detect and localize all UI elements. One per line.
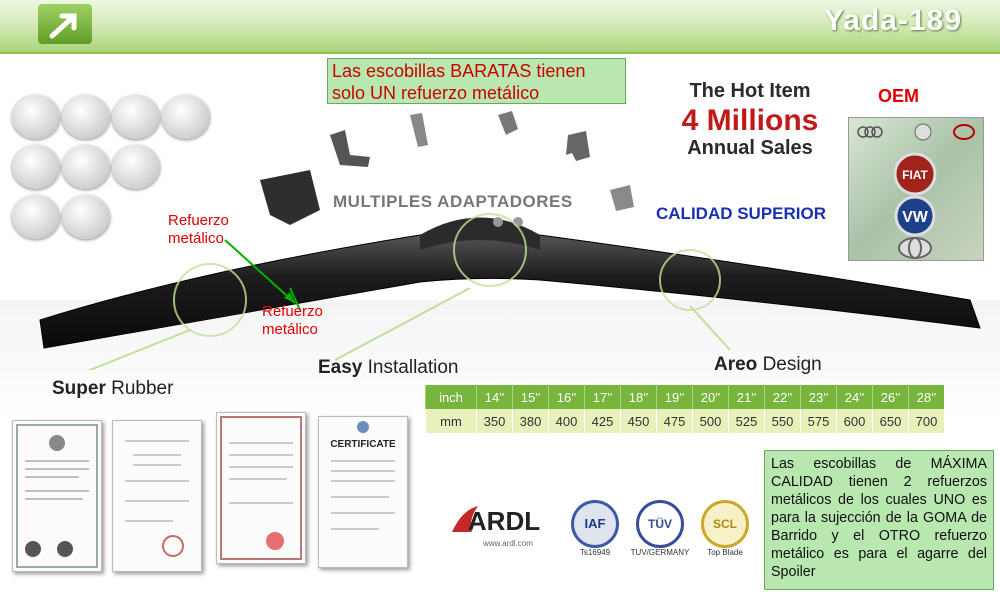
ardl-caption: www.ardl.com	[482, 539, 533, 548]
certificate-image	[112, 420, 202, 572]
header-banner	[0, 0, 1000, 54]
areo-rest: Design	[757, 354, 822, 375]
adapter-icon	[62, 95, 110, 139]
adapter-icon	[62, 145, 110, 189]
baratas-line-2: solo UN refuerzo metálico	[332, 83, 540, 103]
size-row-mm: mm 350 380 400 425 450 475 500 525 550 5…	[425, 409, 944, 433]
tuv-badge: TÜV TUV/GERMANY	[625, 500, 695, 564]
inch-cell: 16''	[548, 385, 585, 409]
scl-caption: Top Blade	[707, 548, 743, 557]
adapter-icon	[62, 195, 110, 239]
tuv-text: TÜV	[636, 500, 684, 548]
mm-cell: 400	[548, 409, 585, 433]
adapter-icon	[112, 95, 160, 139]
baratas-callout: Las escobillas BARATAS tienen solo UN re…	[327, 58, 626, 104]
inch-cell: 21''	[728, 385, 765, 409]
mm-cell: 525	[728, 409, 765, 433]
hot-item-line-3: Annual Sales	[687, 137, 813, 159]
svg-text:FIAT: FIAT	[902, 168, 928, 182]
inch-cell: 19''	[656, 385, 693, 409]
inch-cell: 15''	[512, 385, 549, 409]
mm-cell: 650	[872, 409, 909, 433]
wiper-blade-image	[39, 213, 981, 370]
hot-item-line-2: 4 Millions	[681, 104, 819, 137]
super-bold: Super	[52, 378, 106, 399]
mm-cell: 380	[512, 409, 549, 433]
scl-text: SCL	[701, 500, 749, 548]
iaf-badge: IAF Ts16949	[560, 500, 630, 564]
adapter-icon	[12, 145, 60, 189]
mm-cell: 450	[620, 409, 657, 433]
size-row-inch: inch 14'' 15'' 16'' 17'' 18'' 19'' 20'' …	[425, 385, 944, 409]
calidad-superior-label: CALIDAD SUPERIOR	[656, 204, 827, 223]
adapter-icon	[162, 95, 210, 139]
iaf-caption: Ts16949	[579, 548, 611, 557]
inch-cell: 17''	[584, 385, 621, 409]
ardl-text: ARDL	[468, 506, 540, 536]
ardl-logo: ARDL www.ardl.com	[448, 490, 550, 560]
mm-cell: 350	[476, 409, 513, 433]
mm-cell: 425	[584, 409, 621, 433]
cert-title: CERTIFICATE	[330, 439, 396, 450]
arrow-icon	[38, 4, 92, 44]
mm-cell: 700	[908, 409, 944, 433]
size-table: inch 14'' 15'' 16'' 17'' 18'' 19'' 20'' …	[425, 385, 944, 433]
svg-text:VW: VW	[902, 209, 929, 226]
easy-installation-label: Easy Installation	[318, 357, 459, 379]
adapter-icon	[12, 95, 60, 139]
multiples-adaptadores-label: MULTIPLES ADAPTADORES	[333, 192, 573, 211]
inch-cell: 22''	[764, 385, 801, 409]
oem-logos-panel: FIAT VW	[848, 117, 984, 261]
scl-badge: SCL Top Blade	[690, 500, 760, 564]
baratas-line-1: Las escobillas BARATAS tienen	[332, 61, 586, 81]
mm-cell: 600	[836, 409, 873, 433]
mm-header: mm	[425, 409, 477, 433]
certificate-image	[216, 412, 306, 564]
mm-cell: 500	[692, 409, 729, 433]
easy-rest: Installation	[362, 357, 459, 378]
mm-cell: 550	[764, 409, 801, 433]
inch-cell: 28''	[908, 385, 944, 409]
inch-cell: 14''	[476, 385, 513, 409]
inch-cell: 20''	[692, 385, 729, 409]
iaf-text: IAF	[571, 500, 619, 548]
areo-design-label: Areo Design	[714, 354, 822, 376]
certificate-image	[12, 420, 102, 572]
brand-title: Yada-189	[823, 4, 962, 37]
inch-cell: 26''	[872, 385, 909, 409]
adapter-icon	[12, 195, 60, 239]
maxima-calidad-note: Las escobillas de MÁXIMA CALIDAD tienen …	[764, 450, 994, 590]
super-rubber-label: Super Rubber	[52, 378, 173, 400]
inch-cell: 18''	[620, 385, 657, 409]
super-rest: Rubber	[105, 378, 174, 399]
areo-bold: Areo	[714, 354, 758, 375]
mm-cell: 475	[656, 409, 693, 433]
tuv-caption: TUV/GERMANY	[630, 548, 690, 557]
mm-cell: 575	[800, 409, 837, 433]
oem-label: OEM	[878, 86, 920, 106]
refuerzo-label-bottom: Refuerzo metálico	[262, 303, 323, 338]
floating-adapters	[260, 111, 634, 225]
inch-cell: 24''	[836, 385, 873, 409]
inch-header: inch	[425, 385, 477, 409]
easy-bold: Easy	[318, 357, 363, 378]
adapter-icon	[112, 145, 160, 189]
inch-cell: 23''	[800, 385, 837, 409]
refuerzo-label-top: Refuerzo metálico	[168, 212, 229, 247]
certificate-image: CERTIFICATE	[318, 416, 408, 568]
hot-item-line-1: The Hot Item	[689, 80, 811, 102]
